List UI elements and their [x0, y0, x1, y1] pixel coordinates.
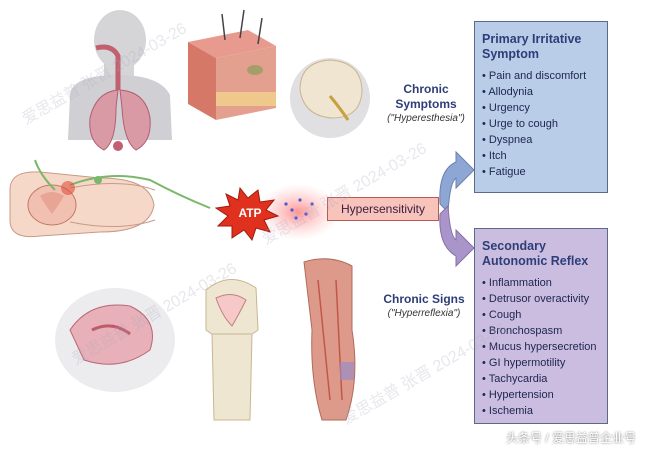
list-item: Urgency [482, 100, 601, 116]
secondary-reflex-box: Secondary Autonomic Reflex Inflammation … [474, 228, 608, 424]
list-item: Pain and discomfort [482, 68, 601, 84]
chronic-symptoms-label: Chronic Symptoms ("Hyperesthesia") [378, 82, 474, 126]
primary-symptom-box: Primary Irritative Symptom Pain and disc… [474, 21, 608, 193]
chronic-signs-subtitle: ("Hyperreflexia") [387, 308, 461, 319]
skin-illustration [188, 9, 276, 120]
muscle-leg-illustration [303, 258, 356, 421]
chronic-signs-label: Chronic Signs ("Hyperreflexia") [374, 292, 474, 321]
chronic-symptoms-title: Chronic Symptoms [395, 82, 457, 111]
list-item: Tachycardia [482, 371, 601, 387]
primary-symptom-list: Pain and discomfort Allodynia Urgency Ur… [482, 68, 601, 180]
pelvis-illustration [55, 288, 175, 392]
secondary-reflex-list: Inflammation Detrusor overactivity Cough… [482, 275, 601, 419]
list-item: Ischemia [482, 403, 601, 419]
spinal-cord-illustration [9, 159, 211, 238]
list-item: Itch [482, 148, 601, 164]
atp-particles [284, 198, 314, 220]
list-item: Cough [482, 307, 601, 323]
knee-illustration [205, 279, 259, 421]
list-item: Bronchospasm [482, 323, 601, 339]
brain-illustration [290, 58, 370, 138]
list-item: Urge to cough [482, 116, 601, 132]
chronic-symptoms-subtitle: ("Hyperesthesia") [387, 113, 465, 124]
atp-burst-icon [214, 186, 280, 242]
arrow-to-secondary [439, 204, 475, 268]
list-item: GI hypermotility [482, 355, 601, 371]
list-item: Inflammation [482, 275, 601, 291]
arrow-to-primary [439, 150, 475, 214]
lungs-illustration [68, 10, 172, 151]
list-item: Allodynia [482, 84, 601, 100]
list-item: Hypertension [482, 387, 601, 403]
list-item: Fatigue [482, 164, 601, 180]
atp-label: ATP [238, 206, 262, 220]
secondary-box-title: Secondary Autonomic Reflex [482, 239, 589, 268]
list-item: Dyspnea [482, 132, 601, 148]
atp-glow [256, 184, 340, 240]
list-item: Detrusor overactivity [482, 291, 601, 307]
primary-box-title: Primary Irritative Symptom [482, 32, 582, 61]
list-item: Mucus hypersecretion [482, 339, 601, 355]
chronic-signs-title: Chronic Signs [383, 292, 465, 306]
hypersensitivity-box: Hypersensitivity [327, 197, 439, 221]
footer-credit: 头条号 / 爱思益普企业号 [505, 431, 636, 445]
